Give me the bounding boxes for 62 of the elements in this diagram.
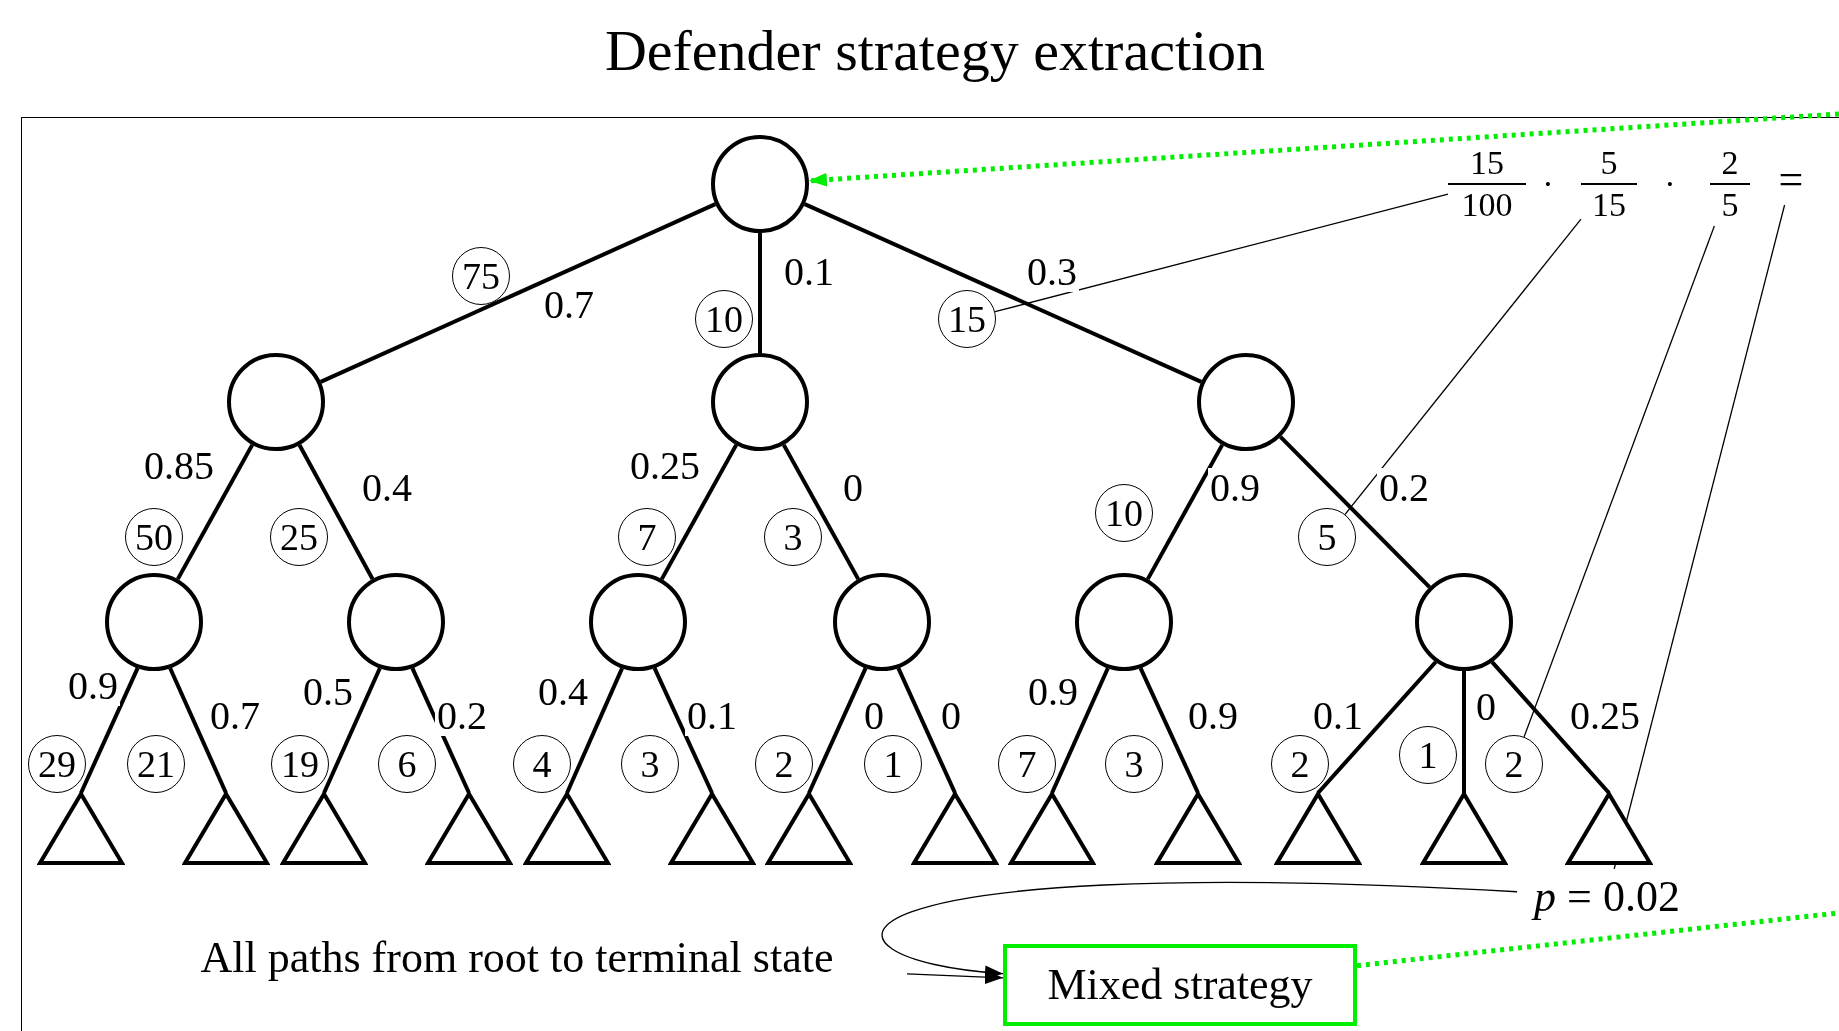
terminal-triangle <box>911 790 999 866</box>
multiplication-dot: · <box>1664 167 1676 201</box>
circled-count: 4 <box>513 735 571 793</box>
circled-count: 10 <box>695 290 753 348</box>
circled-count: 29 <box>28 735 86 793</box>
tree-branch <box>782 443 860 581</box>
terminal-triangle <box>182 790 270 866</box>
terminal-triangle <box>523 790 611 866</box>
leader-line <box>1613 204 1786 870</box>
circled-count: 7 <box>618 508 676 566</box>
tree-branch <box>1279 435 1431 589</box>
circled-count: 21 <box>127 735 185 793</box>
tree-branch <box>1490 660 1611 795</box>
dotted-arrow <box>808 111 1839 187</box>
denominator: 15 <box>1591 188 1627 222</box>
numerator: 5 <box>1599 146 1619 180</box>
tree-branch <box>1146 443 1224 581</box>
leader-line <box>994 193 1449 313</box>
tree-branch <box>1462 671 1466 793</box>
circled-count: 1 <box>864 735 922 793</box>
multiplication-dot: · <box>1542 167 1554 201</box>
circled-count: 2 <box>755 735 813 793</box>
numerator: 15 <box>1469 146 1505 180</box>
arrow <box>906 970 1004 985</box>
text-label: All paths from root to terminal state <box>127 930 907 986</box>
circled-count: 2 <box>1485 735 1543 793</box>
circled-count: 5 <box>1298 508 1356 566</box>
circled-count: 75 <box>452 247 510 305</box>
terminal-triangle <box>1154 790 1242 866</box>
denominator: 100 <box>1460 188 1514 222</box>
denominator: 5 <box>1720 188 1740 222</box>
circled-count: 1 <box>1399 726 1457 784</box>
circled-count: 3 <box>764 508 822 566</box>
result-box: Mixed strategy <box>1003 944 1357 1026</box>
leader-line <box>1344 218 1582 515</box>
text-label: = <box>1771 155 1811 205</box>
numerator: 2 <box>1720 146 1740 180</box>
circled-count: 3 <box>1105 735 1163 793</box>
terminal-triangle <box>280 790 368 866</box>
circled-count: 10 <box>1095 484 1153 542</box>
circled-count: 25 <box>270 508 328 566</box>
terminal-triangle <box>1274 790 1362 866</box>
terminal-triangle <box>425 790 513 866</box>
title: Defender strategy extraction <box>604 22 1266 80</box>
terminal-triangle <box>668 790 756 866</box>
text-label: p = 0.02 <box>1517 869 1697 925</box>
circled-count: 19 <box>271 735 329 793</box>
circled-count: 15 <box>938 290 996 348</box>
circled-count: 2 <box>1271 735 1329 793</box>
circled-count: 3 <box>621 735 679 793</box>
circled-count: 7 <box>998 735 1056 793</box>
terminal-triangle <box>1565 790 1653 866</box>
circled-count: 6 <box>378 735 436 793</box>
terminal-triangle <box>37 790 125 866</box>
tree-branch <box>660 443 738 581</box>
tree-branch <box>758 233 762 353</box>
terminal-triangle <box>1008 790 1096 866</box>
terminal-triangle <box>1420 790 1508 866</box>
tree-branch <box>297 444 375 580</box>
terminal-triangle <box>765 790 853 866</box>
tree-branch <box>176 443 254 581</box>
circled-count: 50 <box>125 508 183 566</box>
